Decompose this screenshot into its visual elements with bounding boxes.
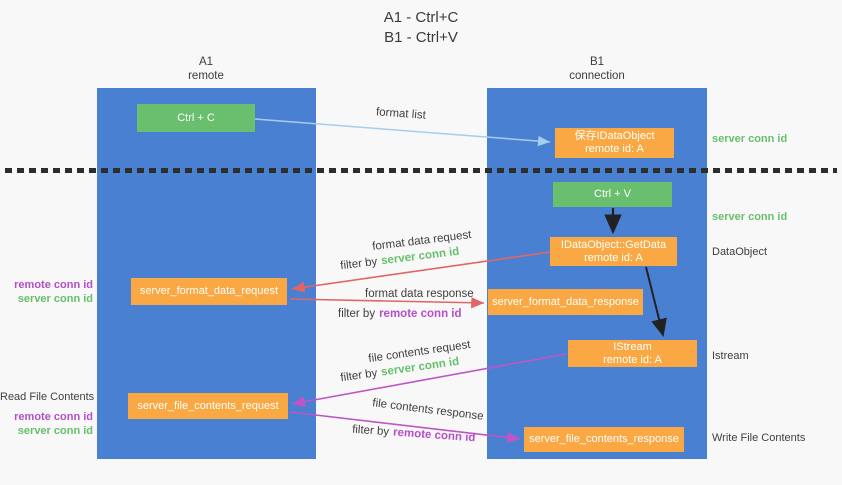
node-format-response-label: server_format_data_response — [492, 295, 639, 308]
dashed-divider-line — [5, 168, 837, 173]
node-ctrl-v-label: Ctrl + V — [594, 188, 631, 200]
node-ctrl-c-label: Ctrl + C — [177, 111, 215, 124]
node-istream-line1: IStream — [613, 340, 652, 353]
node-save-idataobject-line2: remote id: A — [585, 143, 644, 155]
annotation-read-file-contents: Read File Contents — [0, 391, 95, 403]
title-line-2: B1 - Ctrl+V — [384, 29, 458, 46]
annotation-server-conn-id-left-bottom: server conn id — [17, 425, 93, 437]
label-format-list: format list — [375, 106, 427, 122]
annotation-remote-conn-id-bottom: remote conn id — [14, 411, 93, 423]
filter-prefix: filter by — [339, 367, 379, 385]
column-b1-name: B1 — [589, 56, 605, 68]
node-getdata-line2: remote id: A — [584, 251, 643, 264]
node-file-request-label: server_file_contents_request — [137, 399, 279, 412]
label-file-contents-response: file contents response — [371, 397, 485, 423]
node-istream-line2: remote id: A — [603, 353, 662, 366]
annotation-remote-conn-id-top: remote conn id — [14, 279, 93, 291]
filter-prefix: filter by — [339, 255, 378, 273]
filter-highlight-remote: remote conn id — [379, 308, 462, 320]
filter-prefix: filter by — [351, 423, 390, 439]
node-istream: IStream remote id: A — [568, 340, 697, 367]
diagram-title: A1 - Ctrl+C B1 - Ctrl+V — [0, 8, 842, 48]
annotation-server-conn-id-top: server conn id — [712, 133, 788, 145]
node-format-request-label: server_format_data_request — [139, 285, 279, 297]
column-a1-name: A1 — [198, 56, 214, 68]
column-a1-role: remote — [188, 70, 224, 82]
title-line-1: A1 - Ctrl+C — [383, 9, 459, 26]
node-server-format-data-response: server_format_data_response — [488, 289, 643, 315]
filter-prefix: filter by — [338, 308, 376, 320]
label-format-data-response: format data response — [365, 288, 474, 300]
annotation-server-conn-id-mid: server conn id — [712, 211, 788, 223]
node-server-file-contents-request: server_file_contents_request — [128, 393, 288, 419]
annotation-istream: Istream — [712, 350, 749, 362]
node-save-idataobject: 保存IDataObject remote id: A — [555, 128, 674, 158]
node-server-file-contents-response: server_file_contents_response — [524, 427, 684, 452]
node-file-response-label: server_file_contents_response — [529, 433, 679, 445]
column-header-a1: A1 remote — [146, 55, 266, 83]
column-header-b1: B1 connection — [537, 55, 657, 83]
node-server-format-data-request: server_format_data_request — [131, 278, 287, 305]
node-idataobject-getdata: IDataObject::GetData remote id: A — [550, 237, 677, 266]
filter-highlight-remote: remote conn id — [392, 426, 476, 445]
node-getdata-line1: IDataObject::GetData — [560, 238, 667, 251]
annotation-write-file-contents: Write File Contents — [712, 432, 806, 444]
annotation-server-conn-id-left-top: server conn id — [17, 293, 93, 305]
node-ctrl-v: Ctrl + V — [553, 182, 672, 207]
annotation-dataobject: DataObject — [712, 246, 768, 258]
node-ctrl-c: Ctrl + C — [137, 104, 255, 132]
node-save-idataobject-line1: 保存IDataObject — [574, 130, 655, 142]
column-b1-role: connection — [569, 70, 625, 82]
